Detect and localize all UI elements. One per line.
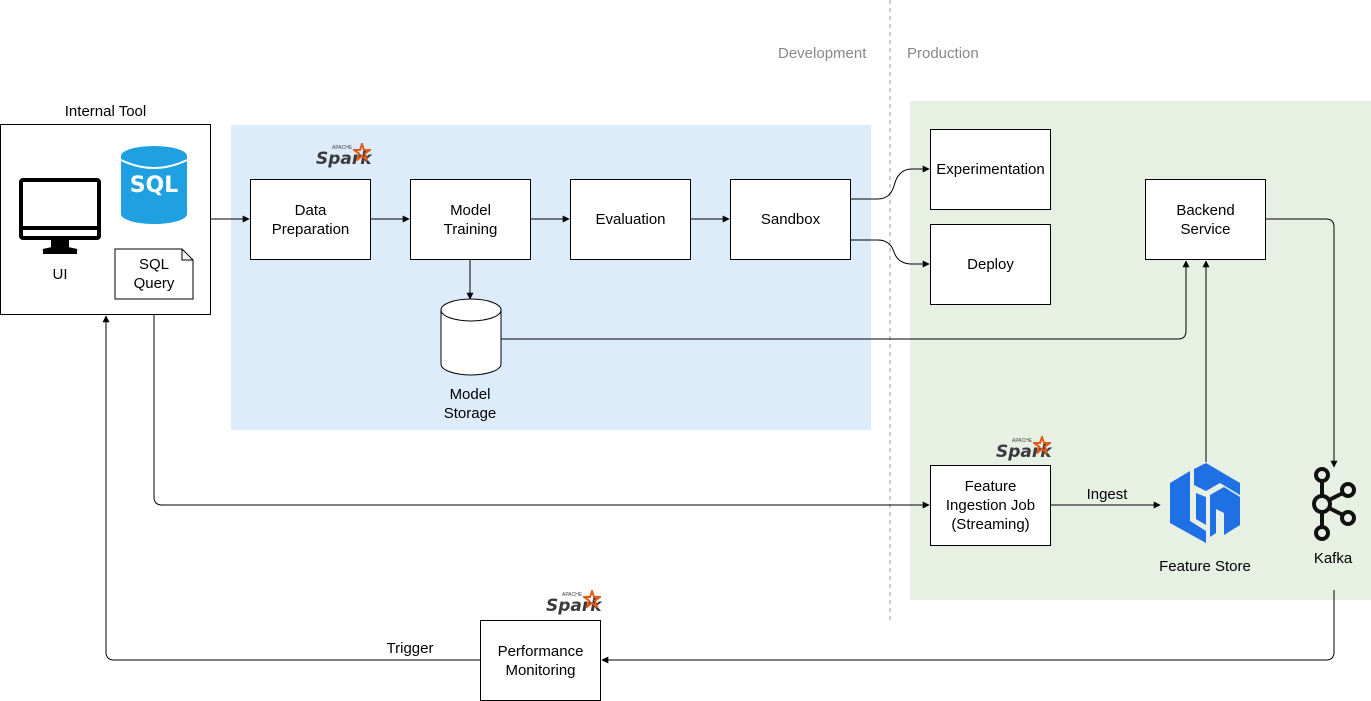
edge-sandbox-to-deploy [851,239,930,268]
sql-query-label: SQL Query [133,256,175,292]
sandbox-node[interactable]: Sandbox [730,179,851,260]
production-phase-label: Production [907,45,979,62]
spark-word: Spark [316,149,372,169]
model-storage-label: Model Storage [443,386,497,422]
sql-icon-text: SQL [129,173,179,198]
feature-ingestion-job-node[interactable]: Feature Ingestion Job (Streaming) [930,465,1051,546]
spark-prefix: APACHE [562,592,583,598]
monitor-icon [19,178,101,254]
sql-query-document-icon [114,248,194,300]
evaluation-node[interactable]: Evaluation [570,179,691,260]
ingest-edge-label: Ingest [1086,486,1128,503]
model-storage-cylinder-icon[interactable] [439,298,503,378]
development-phase-label: Development [778,45,867,62]
spark-prefix: APACHE [1012,438,1033,444]
feature-store-label: Feature Store [1159,558,1251,575]
development-zone [231,125,871,430]
spark-logo-monitoring: APACHE Spark [546,590,602,618]
model-training-node[interactable]: Model Training [410,179,531,260]
spark-prefix: APACHE [332,145,353,151]
spark-logo-development: APACHE Spark [316,143,372,171]
spark-logo-ingestion: APACHE Spark [996,436,1052,464]
spark-word: Spark [546,596,602,616]
spark-star-icon [583,590,601,608]
performance-monitoring-node[interactable]: Performance Monitoring [480,620,601,701]
edge-kafka-to-monitoring [601,590,1335,664]
data-preparation-node[interactable]: Data Preparation [250,179,371,260]
edge-storage-to-backend [501,260,1190,340]
edge-monitoring-to-internal-tool [102,315,480,661]
backend-service-node[interactable]: Backend Service [1145,179,1266,260]
experimentation-node[interactable]: Experimentation [930,129,1051,210]
internal-tool-title: Internal Tool [64,103,147,120]
spark-word: Spark [996,442,1052,462]
edge-backend-to-kafka [1266,218,1338,468]
spark-star-icon [1033,436,1051,454]
spark-star-icon [353,143,371,161]
edge-sandbox-to-experimentation [851,165,930,200]
deploy-node[interactable]: Deploy [930,224,1051,305]
feature-store-icon[interactable] [1166,463,1244,545]
kafka-icon[interactable] [1310,466,1358,542]
sql-database-icon [120,146,188,224]
ui-label: UI [52,266,68,283]
kafka-label: Kafka [1313,550,1353,567]
trigger-edge-label: Trigger [386,640,434,657]
edge-sql-query-to-ingestion [153,299,930,509]
